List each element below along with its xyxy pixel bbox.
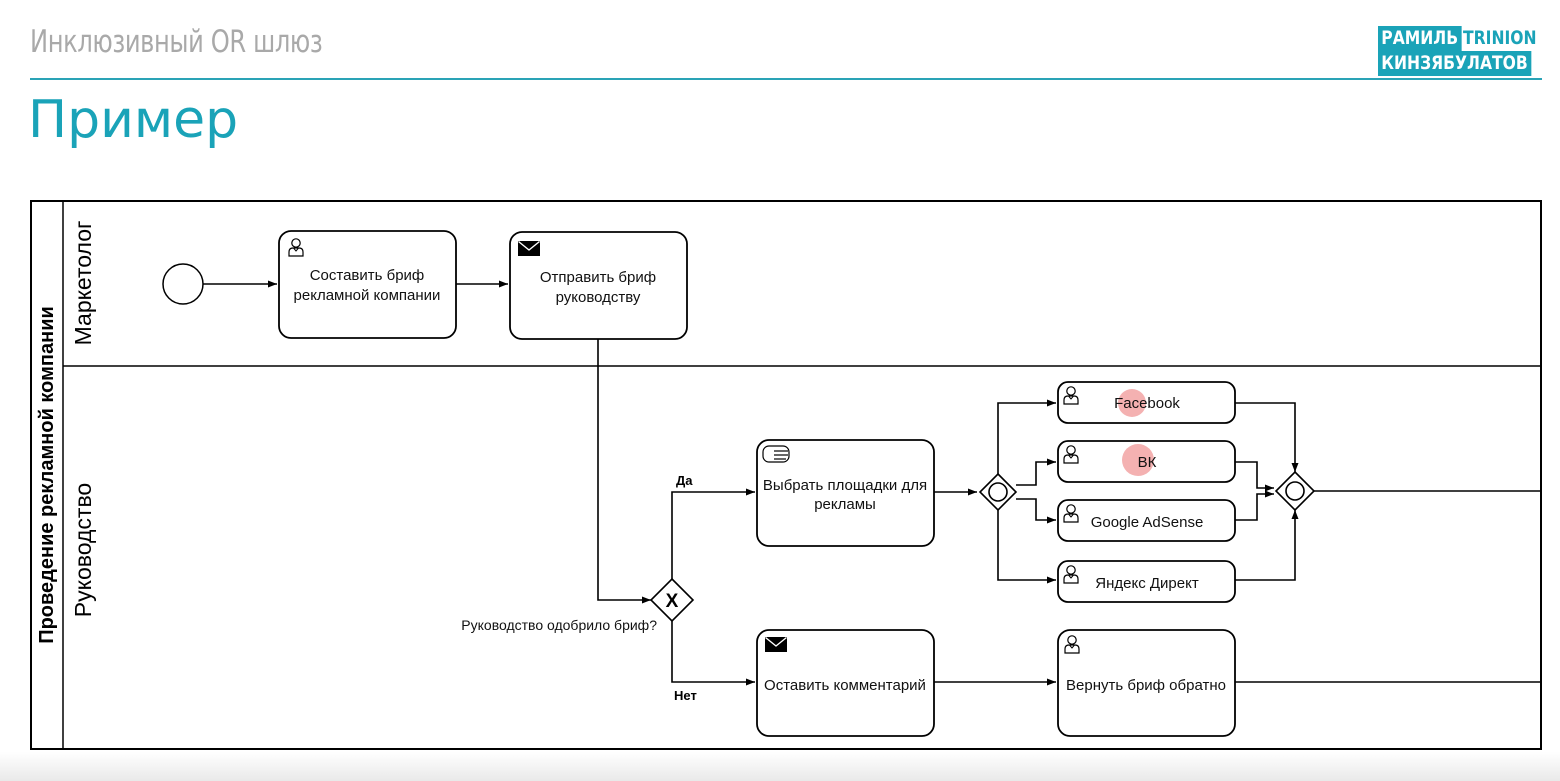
brand-logo: РАМИЛЬ TRINION КИНЗЯБУЛАТОВ bbox=[1378, 26, 1537, 76]
task-label: Google AdSense bbox=[1091, 514, 1204, 531]
slide-title: Пример bbox=[28, 90, 239, 150]
sequence-flows bbox=[203, 280, 1541, 686]
flow-yes bbox=[671, 488, 755, 579]
header-rule bbox=[30, 78, 1542, 80]
flow-split-google bbox=[1016, 498, 1056, 524]
task-label: Яндекс Директ bbox=[1095, 575, 1199, 592]
task-choose-platforms: Выбрать площадки для рекламы bbox=[756, 439, 935, 547]
gateway-x-symbol: X bbox=[666, 591, 679, 612]
gateway-question: Руководство одобрило бриф? bbox=[461, 617, 657, 633]
flow-label-no: Нет bbox=[674, 688, 697, 703]
logo-text-ramil: РАМИЛЬ bbox=[1378, 26, 1462, 51]
task-label: Оставить комментарий bbox=[764, 677, 926, 694]
flow-yandex-join bbox=[1235, 510, 1299, 581]
exclusive-gateway: X bbox=[649, 577, 695, 623]
task-vk: ВК bbox=[1057, 440, 1236, 483]
flow-split-yandex bbox=[997, 510, 1056, 584]
task-label: Отправить бриф bbox=[540, 269, 656, 286]
task-yandex-direct: Яндекс Директ bbox=[1057, 560, 1236, 603]
task-label: рекламы bbox=[814, 496, 876, 513]
flow-send-to-gateway bbox=[597, 339, 651, 604]
lane-label-marketer: Маркетолог bbox=[70, 221, 96, 346]
task-compose-brief: Составить бриф рекламной компании bbox=[278, 230, 457, 339]
cursor-highlight bbox=[1118, 389, 1146, 417]
flow-split-facebook bbox=[997, 399, 1056, 474]
logo-text-kinzyabulatov: КИНЗЯБУЛАТОВ bbox=[1378, 51, 1532, 76]
hand-icon bbox=[762, 445, 790, 463]
flow-google-join bbox=[1235, 490, 1274, 521]
task-return-brief: Вернуть бриф обратно bbox=[1057, 629, 1236, 737]
flow-label-yes: Да bbox=[676, 473, 693, 488]
task-send-brief: Отправить бриф руководству bbox=[509, 231, 688, 340]
task-label: Выбрать площадки для bbox=[763, 477, 927, 494]
flow-no bbox=[671, 621, 755, 686]
envelope-icon bbox=[517, 240, 541, 257]
cursor-highlight bbox=[1122, 444, 1154, 476]
task-facebook: Facebook bbox=[1057, 381, 1236, 424]
task-label: Составить бриф bbox=[310, 267, 425, 284]
pool: Проведение рекламной компании Маркетолог… bbox=[30, 200, 1542, 750]
task-leave-comment: Оставить комментарий bbox=[756, 629, 935, 737]
start-event bbox=[162, 263, 204, 305]
slide-subtitle: Инклюзивный OR шлюз bbox=[30, 24, 323, 60]
pool-label: Проведение рекламной компании bbox=[36, 306, 58, 644]
lane-label-management: Руководство bbox=[70, 483, 96, 617]
inclusive-gateway-split bbox=[978, 472, 1018, 512]
inclusive-gateway-join bbox=[1274, 470, 1316, 512]
flow-split-vk bbox=[1016, 458, 1056, 486]
envelope-icon bbox=[764, 636, 788, 653]
flow-vk-join bbox=[1235, 461, 1274, 492]
task-label: Facebook bbox=[1114, 395, 1180, 412]
task-label: Вернуть бриф обратно bbox=[1066, 677, 1226, 694]
task-label: ВК bbox=[1138, 454, 1157, 471]
task-label: руководству bbox=[556, 289, 641, 306]
task-label: рекламной компании bbox=[294, 287, 441, 304]
logo-text-trinion: TRINION bbox=[1463, 27, 1537, 49]
task-google-adsense: Google AdSense bbox=[1057, 499, 1236, 542]
bottom-fade bbox=[0, 752, 1560, 781]
flow-facebook-join bbox=[1235, 402, 1299, 472]
